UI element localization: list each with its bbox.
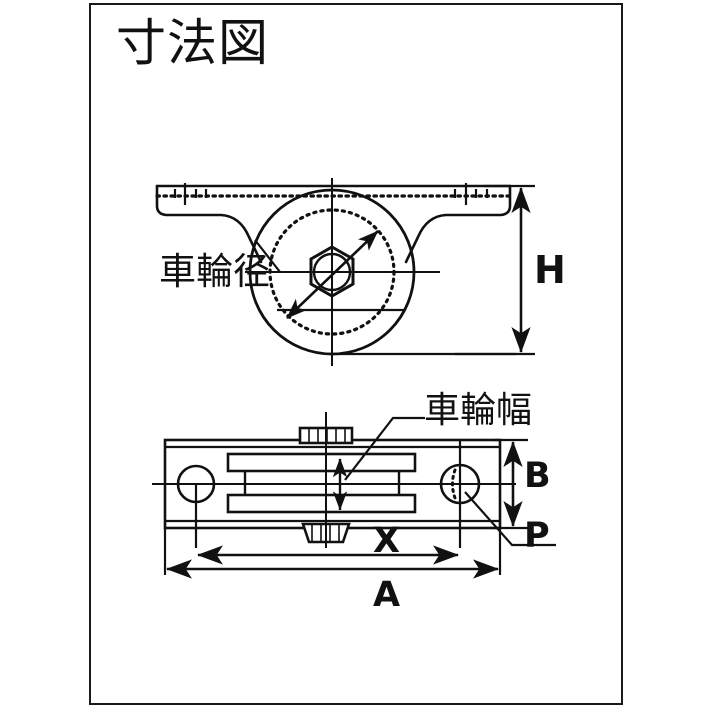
front-view-centerlines — [245, 178, 440, 366]
label-dimension-x: X — [373, 521, 400, 561]
a-extension-lines — [163, 528, 502, 575]
plan-view-group — [152, 412, 556, 579]
front-view-group — [155, 178, 535, 366]
wheel-plan-flanges — [226, 452, 417, 514]
wheel-diameter-arrow — [286, 230, 379, 319]
plate-inner-edges — [165, 445, 500, 523]
hole-center-extension-lines — [194, 440, 462, 548]
wheel-width-indicator — [332, 416, 425, 511]
wheel-diameter-leader — [254, 239, 281, 273]
label-dimension-h: H — [534, 248, 566, 292]
p-leader-line — [464, 491, 556, 547]
label-wheel-width: 車輪幅 — [424, 390, 533, 431]
label-dimension-b: B — [524, 456, 551, 496]
label-dimension-p: P — [524, 516, 550, 556]
label-dimension-a: A — [373, 575, 401, 615]
label-wheel-diameter: 車輪径 — [159, 250, 270, 293]
bracket-outline — [155, 184, 512, 264]
h-extension-lines — [455, 184, 535, 356]
top-plate-hole-ticks — [173, 183, 489, 205]
page-title: 寸法図 — [116, 14, 269, 72]
